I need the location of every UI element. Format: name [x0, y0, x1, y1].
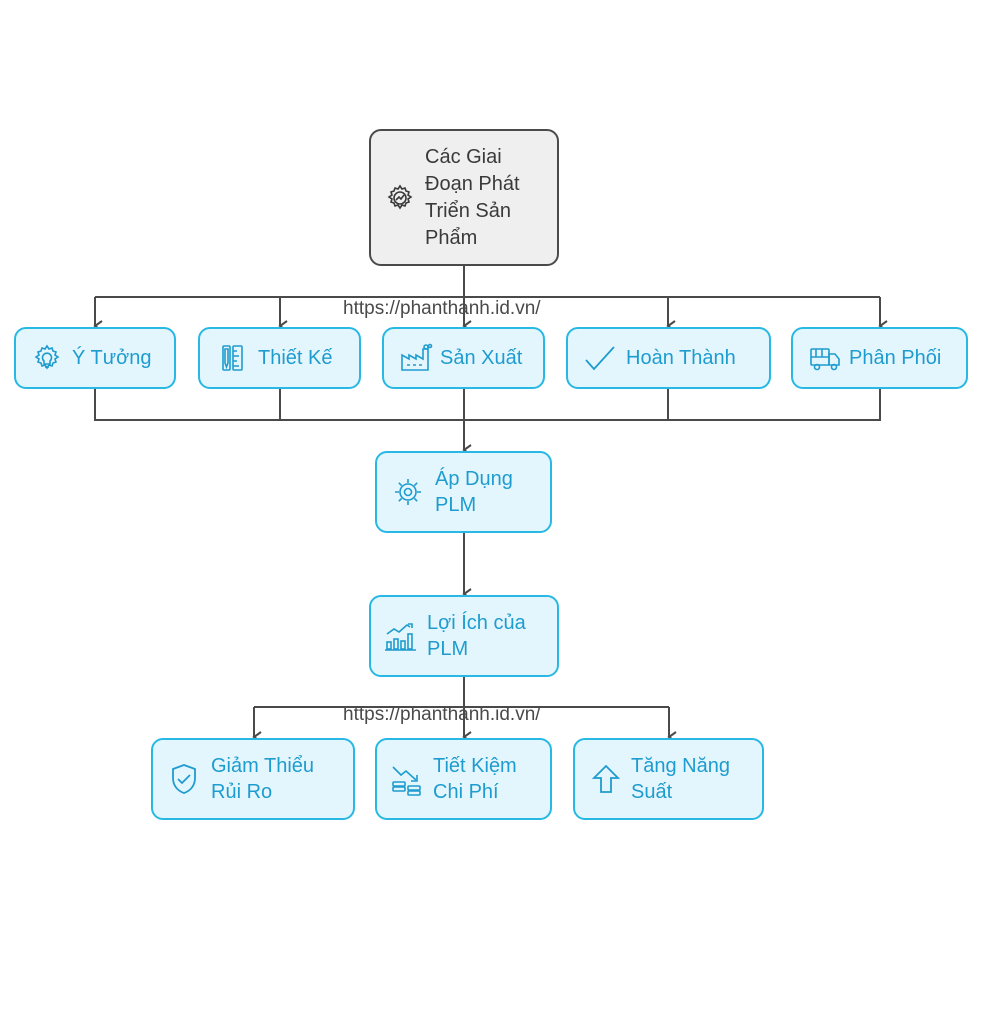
cost-down-icon — [389, 762, 425, 796]
stage-label: Ý Tưởng — [72, 347, 152, 369]
apply-plm-node[interactable]: Áp Dụng PLM — [375, 451, 552, 533]
outcome-label: Giảm Thiểu Rủi Ro — [211, 755, 315, 803]
outcome-giam-thieu-rui-ro[interactable]: Giảm Thiểu Rủi Ro — [151, 738, 355, 820]
stage-san-xuat[interactable]: Sản Xuất — [382, 327, 545, 389]
stage-phan-phoi[interactable]: Phân Phối — [791, 327, 968, 389]
apply-plm-label: Áp Dụng PLM — [435, 468, 513, 516]
watermark-bottom: https://phanthanh.id.vn/ — [343, 704, 541, 725]
delivery-truck-icon — [807, 343, 843, 373]
lightbulb-gear-icon — [30, 343, 64, 373]
ruler-pencil-icon — [218, 343, 248, 373]
checkmark-icon — [582, 343, 618, 373]
factory-icon — [398, 343, 434, 373]
sun-gear-icon — [391, 476, 425, 508]
root-label: Các Giai Đoạn Phát Triển Sản Phẩm — [425, 145, 520, 249]
stage-y-tuong[interactable]: Ý Tưởng — [14, 327, 176, 389]
outcome-tiet-kiem-chi-phi[interactable]: Tiết Kiệm Chi Phí — [375, 738, 552, 820]
outcome-label: Tiết Kiệm Chi Phí — [433, 755, 517, 803]
watermark-top: https://phanthanh.id.vn/ — [343, 298, 541, 319]
root-node[interactable]: Các Giai Đoạn Phát Triển Sản Phẩm — [369, 129, 559, 266]
stage-label: Thiết Kế — [258, 347, 333, 369]
shield-check-icon — [167, 762, 201, 796]
connector-stages-merge — [94, 389, 881, 421]
arrow-up-icon — [589, 762, 623, 796]
stage-hoan-thanh[interactable]: Hoàn Thành — [566, 327, 771, 389]
outcome-tang-nang-suat[interactable]: Tăng Năng Suất — [573, 738, 764, 820]
benefits-plm-node[interactable]: Lợi Ích của PLM — [369, 595, 559, 677]
growth-chart-icon — [383, 620, 419, 652]
stage-label: Hoàn Thành — [626, 347, 736, 369]
stage-label: Sản Xuất — [440, 347, 523, 369]
stage-thiet-ke[interactable]: Thiết Kế — [198, 327, 361, 389]
stage-label: Phân Phối — [849, 347, 942, 369]
outcome-label: Tăng Năng Suất — [631, 755, 730, 803]
gear-chart-icon — [383, 183, 417, 213]
benefits-plm-label: Lợi Ích của PLM — [427, 612, 526, 660]
